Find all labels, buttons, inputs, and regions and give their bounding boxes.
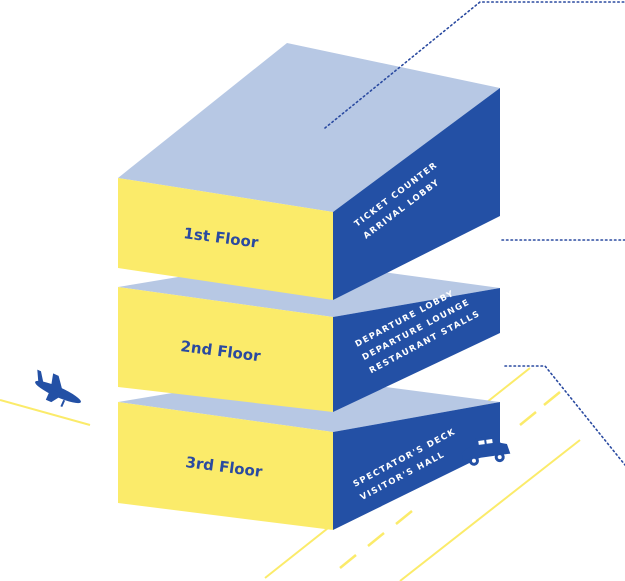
floor-2-side xyxy=(333,288,500,412)
floor-2-front xyxy=(118,287,333,412)
floor-1-front xyxy=(118,402,333,530)
floor-3-side xyxy=(333,88,500,300)
floor-3-front xyxy=(118,178,333,300)
floor-block-1: 3rd Floor SPECTATOR'S DECK VISITOR'S HAL… xyxy=(118,374,500,530)
floor-block-3: 1st Floor TICKET COUNTER ARRIVAL LOBBY xyxy=(118,43,500,300)
car-icon xyxy=(461,435,511,466)
leader-line-1 xyxy=(504,365,625,466)
floor-1-side xyxy=(333,402,500,530)
leader-line-3 xyxy=(324,1,625,129)
runway xyxy=(0,399,91,426)
airplane-icon xyxy=(35,369,81,408)
leader-lines xyxy=(324,1,625,466)
floor-3-top xyxy=(118,43,500,212)
